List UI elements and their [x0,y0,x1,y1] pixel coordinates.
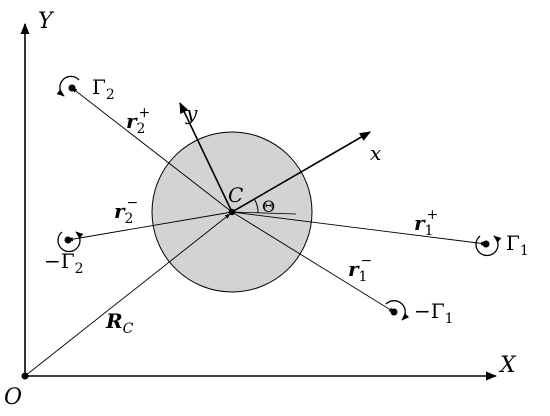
body-x-label: x [370,141,381,165]
vortex-label: Γ1 [506,231,529,259]
body-y-axis [179,101,233,213]
vortex-gamma1-minus: −Γ1 [385,299,454,327]
vector-r2-plus [71,87,233,213]
vortex-label: −Γ1 [414,299,454,327]
vector-RC [24,213,231,377]
vortex-point [390,308,398,316]
vector-r1-minus [231,211,395,313]
vortex-gamma2-minus: −Γ2 [44,231,84,277]
rotation-arrow-icon [475,235,502,257]
origin-label: O [4,385,22,410]
vector-r1-plus-label: r1+ [414,207,438,239]
rotation-arrow-icon [385,300,410,321]
angle-label: Θ [262,197,275,216]
vortex-point [482,240,490,248]
y-axis-label: Y [38,9,55,34]
rotation-arrow-icon [57,231,84,253]
angle-reference-line [231,211,297,215]
vortex-point [64,236,72,244]
vector-r2-plus-label: r2+ [126,105,150,137]
vector-r1-plus [231,211,487,246]
rotation-arrow-icon [56,75,80,97]
body-x-axis [231,131,371,213]
vortex-label: Γ2 [92,75,115,103]
vector-r2-minus [67,211,233,242]
vortex-label: −Γ2 [44,249,84,277]
vortex-point [68,84,76,92]
angle-arc [254,199,259,214]
vector-RC-label: RC [105,309,134,337]
vector-r2-minus-label: r2− [114,195,138,227]
body-y-label: y [185,101,198,125]
vortex-gamma1-plus: Γ1 [475,231,529,259]
x-axis-label: X [498,353,517,378]
vortex-gamma2-plus: Γ2 [56,75,115,103]
body-center-label: C [228,183,243,207]
vector-r1-minus-label: r1− [348,253,372,285]
